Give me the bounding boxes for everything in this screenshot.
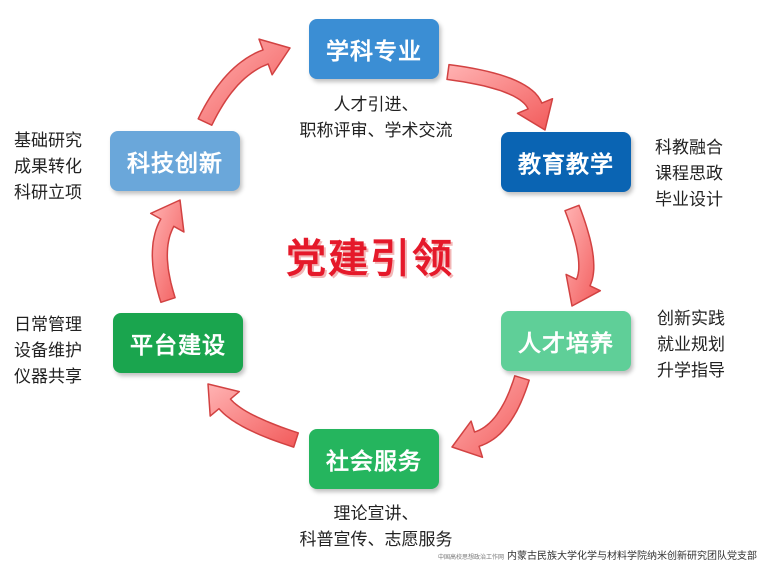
node-shehui-label: 社会服务 (326, 449, 422, 475)
annotation-pingtai: 日常管理 设备维护 仪器共享 (14, 312, 82, 390)
arrow-xueke-to-jiaoyu (446, 63, 554, 131)
node-keji: 科技创新 (110, 131, 240, 191)
annotation-rencai-line-1: 创新实践 (657, 309, 725, 329)
node-pingtai: 平台建设 (113, 313, 243, 373)
annotation-keji-line-3: 科研立项 (14, 183, 82, 203)
annotation-rencai-line-2: 就业规划 (657, 335, 725, 355)
arrow-jiaoyu-to-rencai (564, 204, 602, 307)
annotation-pingtai-line-2: 设备维护 (14, 341, 82, 361)
arrow-keji-to-xueke (197, 38, 291, 126)
node-jiaoyu: 教育教学 (501, 132, 631, 192)
footer-credit: 中国高校思想政治工作网内蒙古民族大学化学与材料学院纳米创新研究团队党支部 (438, 547, 757, 562)
node-xueke: 学科专业 (309, 19, 439, 79)
annotation-keji-line-2: 成果转化 (14, 157, 82, 177)
node-xueke-label: 学科专业 (326, 39, 422, 65)
node-rencai: 人才培养 (501, 311, 631, 371)
annotation-keji: 基础研究 成果转化 科研立项 (14, 128, 82, 206)
arrow-pingtai-to-keji (149, 199, 185, 304)
node-pingtai-label: 平台建设 (130, 333, 226, 359)
footer-watermark: 中国高校思想政治工作网 (437, 554, 504, 561)
arrow-rencai-to-shehui (451, 375, 530, 459)
annotation-shehui: 理论宣讲、 科普宣传、志愿服务 (286, 501, 466, 553)
node-shehui: 社会服务 (309, 429, 439, 489)
center-title: 党建引领 (286, 236, 454, 282)
node-rencai-label: 人才培养 (518, 331, 614, 357)
annotation-rencai-line-3: 升学指导 (657, 361, 725, 381)
annotation-pingtai-line-1: 日常管理 (14, 315, 82, 335)
annotation-xueke-line-1: 人才引进、 (333, 95, 419, 115)
annotation-jiaoyu-line-1: 科教融合 (655, 138, 723, 158)
footer-organization: 内蒙古民族大学化学与材料学院纳米创新研究团队党支部 (507, 551, 757, 562)
annotation-jiaoyu-line-3: 毕业设计 (655, 190, 723, 210)
node-keji-label: 科技创新 (127, 151, 223, 177)
annotation-rencai: 创新实践 就业规划 升学指导 (657, 306, 725, 384)
annotation-keji-line-1: 基础研究 (14, 131, 82, 151)
annotation-shehui-line-1: 理论宣讲、 (333, 504, 419, 524)
annotation-xueke: 人才引进、 职称评审、学术交流 (288, 92, 464, 144)
annotation-pingtai-line-3: 仪器共享 (14, 367, 82, 387)
node-jiaoyu-label: 教育教学 (518, 152, 614, 178)
annotation-shehui-line-2: 科普宣传、志愿服务 (299, 530, 453, 550)
arrow-shehui-to-pingtai (207, 383, 300, 448)
annotation-xueke-line-2: 职称评审、学术交流 (299, 121, 453, 141)
annotation-jiaoyu: 科教融合 课程思政 毕业设计 (655, 135, 723, 213)
annotation-jiaoyu-line-2: 课程思政 (655, 164, 723, 184)
